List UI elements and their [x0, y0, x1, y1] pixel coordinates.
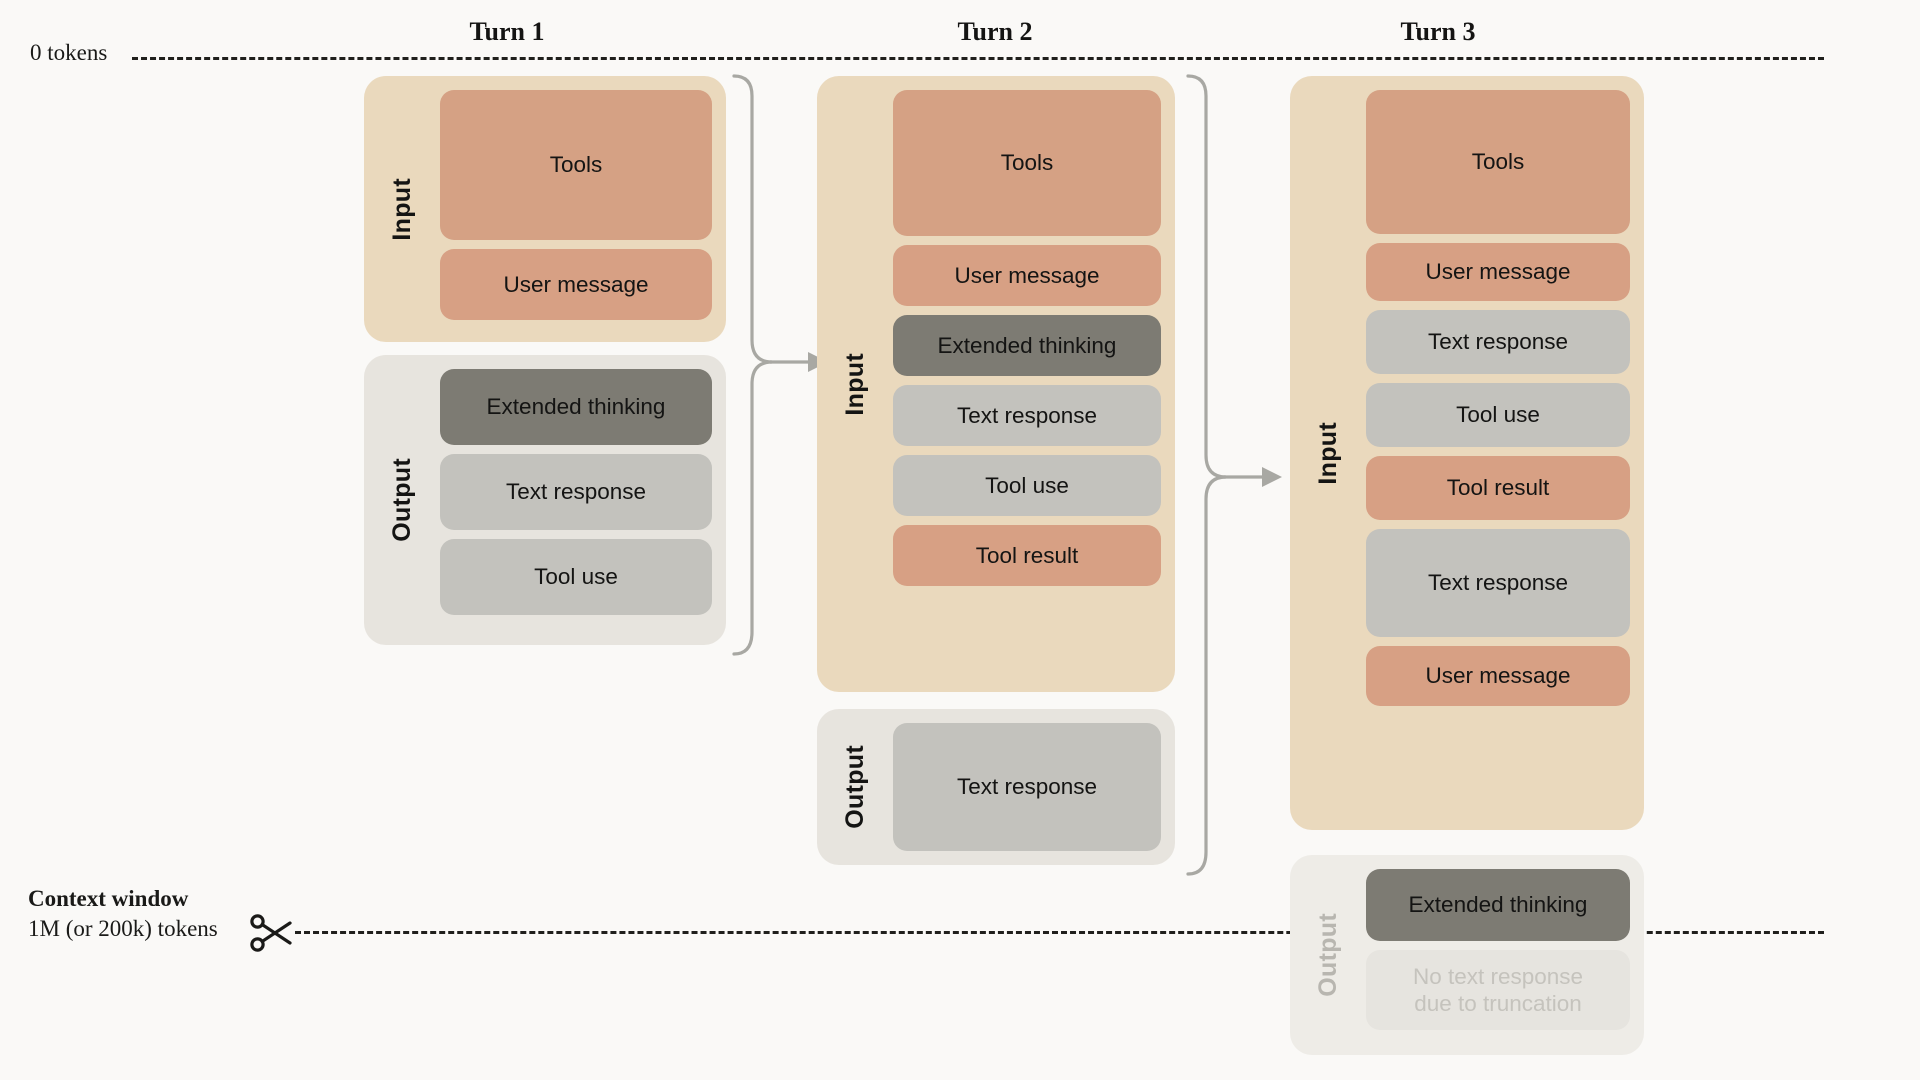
turn-3-input-label: Input	[1313, 421, 1342, 485]
connector-turn2-to-turn3	[1186, 74, 1282, 876]
block-tool-use[interactable]: Tool use	[440, 539, 712, 615]
zero-tokens-label: 0 tokens	[30, 40, 108, 65]
turn-3-input-label-wrap: Input	[1290, 90, 1366, 816]
block-user-message[interactable]: User message	[1366, 243, 1630, 301]
scissors-icon	[250, 914, 292, 952]
turn-1-output-label-wrap: Output	[364, 369, 440, 631]
turn-3-output-label-wrap: Output	[1290, 869, 1366, 1041]
zero-tokens-rule	[132, 57, 1824, 60]
block-user-message[interactable]: User message	[893, 245, 1161, 306]
block-tool-use[interactable]: Tool use	[893, 455, 1161, 516]
turn-3-input-stack: Tools User message Text response Tool us…	[1366, 90, 1630, 816]
turn-1-output-group: Output Extended thinking Text response T…	[364, 355, 726, 645]
turn-3-input-group: Input Tools User message Text response T…	[1290, 76, 1644, 830]
turn-3-output-group: Output Extended thinking No text respons…	[1290, 855, 1644, 1055]
turn-2-output-stack: Text response	[893, 723, 1161, 851]
turn-title-3: Turn 3	[1400, 17, 1476, 46]
block-tool-use[interactable]: Tool use	[1366, 383, 1630, 447]
block-text-response[interactable]: Text response	[440, 454, 712, 530]
turn-2-input-label: Input	[840, 352, 869, 416]
turn-3-output-stack: Extended thinking No text response due t…	[1366, 869, 1630, 1041]
turn-1-input-label-wrap: Input	[364, 90, 440, 328]
turn-1-input-label: Input	[387, 177, 416, 241]
turn-3-output-label: Output	[1313, 913, 1342, 997]
turn-2-input-label-wrap: Input	[817, 90, 893, 678]
block-text-response[interactable]: Text response	[1366, 529, 1630, 637]
turn-1-input-group: Input Tools User message	[364, 76, 726, 342]
turn-2-output-label: Output	[840, 745, 869, 829]
block-tools[interactable]: Tools	[893, 90, 1161, 236]
block-text-response[interactable]: Text response	[893, 723, 1161, 851]
turn-title-2: Turn 2	[957, 17, 1033, 46]
block-user-message[interactable]: User message	[440, 249, 712, 320]
turn-2-input-stack: Tools User message Extended thinking Tex…	[893, 90, 1161, 678]
block-tool-result[interactable]: Tool result	[893, 525, 1161, 586]
turn-2-output-group: Output Text response	[817, 709, 1175, 865]
block-extended-thinking[interactable]: Extended thinking	[1366, 869, 1630, 941]
context-window-title: Context window	[28, 886, 189, 911]
block-tools[interactable]: Tools	[440, 90, 712, 240]
block-text-response[interactable]: Text response	[1366, 310, 1630, 374]
block-text-response[interactable]: Text response	[893, 385, 1161, 446]
turn-2-output-label-wrap: Output	[817, 723, 893, 851]
block-extended-thinking[interactable]: Extended thinking	[440, 369, 712, 445]
block-no-text-response: No text response due to truncation	[1366, 950, 1630, 1030]
context-window-subtitle: 1M (or 200k) tokens	[28, 916, 218, 941]
block-tool-result[interactable]: Tool result	[1366, 456, 1630, 520]
context-window-rule	[295, 931, 1824, 934]
turn-1-output-label: Output	[387, 458, 416, 542]
context-window-label: Context window 1M (or 200k) tokens	[28, 884, 218, 944]
turn-title-1: Turn 1	[469, 17, 545, 46]
turn-2-input-group: Input Tools User message Extended thinki…	[817, 76, 1175, 692]
turn-1-output-stack: Extended thinking Text response Tool use	[440, 369, 712, 631]
block-tools[interactable]: Tools	[1366, 90, 1630, 234]
turn-1-input-stack: Tools User message	[440, 90, 712, 328]
block-user-message[interactable]: User message	[1366, 646, 1630, 706]
block-extended-thinking[interactable]: Extended thinking	[893, 315, 1161, 376]
